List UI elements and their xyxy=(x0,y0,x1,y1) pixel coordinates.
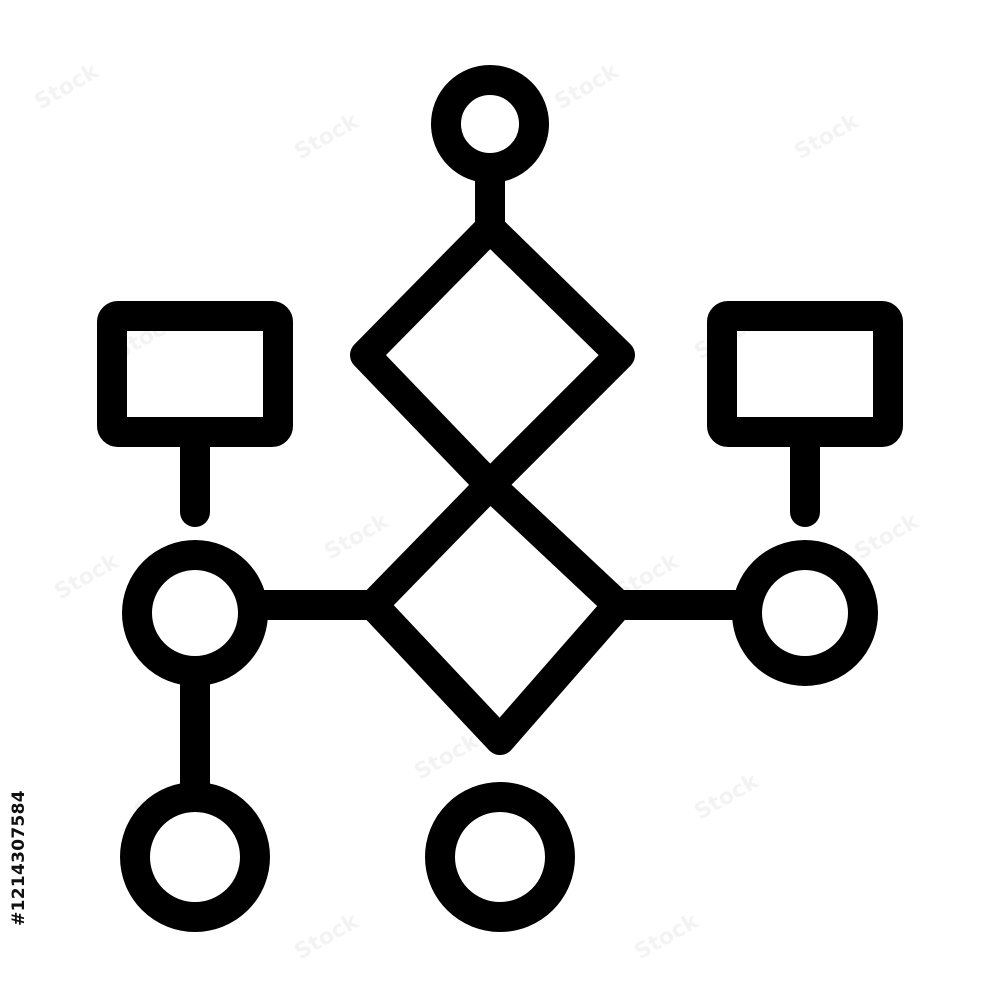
right-node-circle xyxy=(732,540,878,686)
left-process-box xyxy=(97,301,293,447)
stock-id-label: #1214307584 xyxy=(0,700,38,1000)
upper-decision-diamond xyxy=(350,213,635,500)
bottom-left-node-circle xyxy=(120,782,270,932)
stock-id-text: #1214307584 xyxy=(9,790,29,926)
right-process-box xyxy=(707,301,903,447)
lower-decision-diamond xyxy=(358,470,633,755)
left-node-circle xyxy=(122,540,268,686)
bottom-center-node-circle xyxy=(425,782,575,932)
